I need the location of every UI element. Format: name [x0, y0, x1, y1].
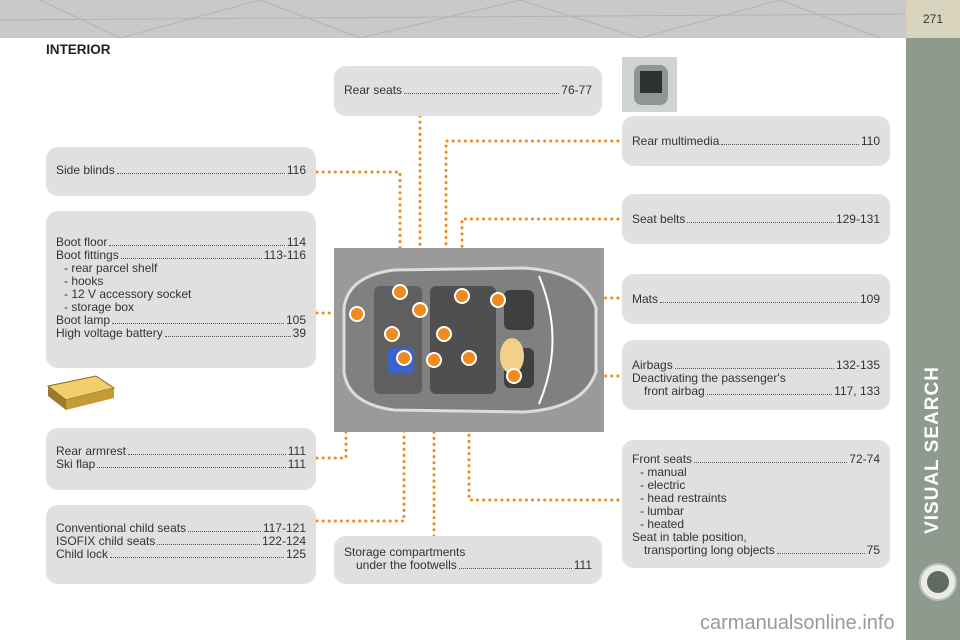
front-seats-sub-item: - heated	[640, 517, 685, 531]
brand-logo-icon	[919, 563, 957, 601]
front-seats-sub-item: - manual	[640, 465, 687, 479]
boot-sub-item: - hooks	[64, 274, 104, 288]
rear-multimedia-thumbnail	[622, 57, 677, 112]
car-topview-icon	[342, 266, 598, 414]
deactivating-line: Deactivating the passenger's	[632, 371, 786, 385]
storage-line: Storage compartments	[344, 545, 466, 559]
boot-sub-item: - rear parcel shelf	[64, 261, 158, 275]
headrest-screen-icon	[634, 65, 668, 105]
header-pattern	[0, 0, 906, 38]
header-bar	[0, 0, 906, 38]
front-seats-sub-item: - electric	[640, 478, 686, 492]
battery-illustration-icon	[46, 375, 116, 410]
table-position-line: Seat in table position,	[632, 530, 747, 544]
front-seats-sub-item: - lumbar	[640, 504, 685, 518]
front-seats-sub-item: - head restraints	[640, 491, 727, 505]
storage-box: Storage compartments under the footwells…	[334, 536, 602, 584]
section-sidebar	[906, 38, 960, 640]
boot-sub-item: - storage box	[64, 300, 135, 314]
footer-watermark: carmanualsonline.info	[700, 612, 895, 634]
car-interior-illustration	[334, 248, 604, 432]
page-number: 271	[906, 0, 960, 38]
boot-sub-item: - 12 V accessory socket	[64, 287, 192, 301]
sidebar-label: VISUAL SEARCH	[922, 366, 943, 534]
page-title: INTERIOR	[46, 42, 111, 57]
